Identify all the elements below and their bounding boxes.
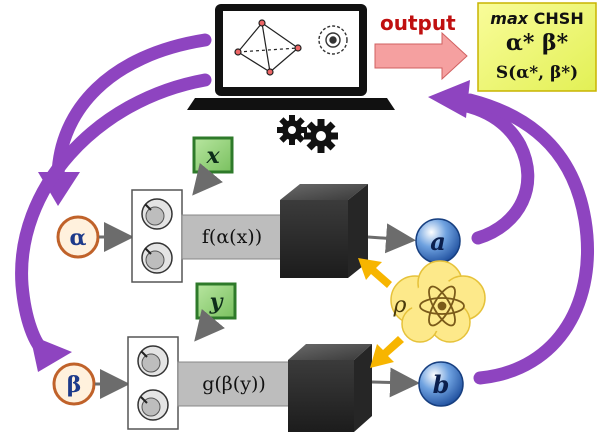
quantum-source: ρ xyxy=(390,260,486,343)
arrow-b-to-laptop xyxy=(463,93,594,385)
optimization-gear-icon xyxy=(318,25,348,55)
result-line1: max CHSH xyxy=(490,9,583,28)
knob-panel-bob xyxy=(127,336,179,430)
arrow-a-to-laptop xyxy=(451,97,535,245)
laptop xyxy=(187,4,395,110)
alpha-circle: α xyxy=(56,215,100,259)
alpha-label: α xyxy=(70,225,87,251)
knob-icon xyxy=(137,345,169,377)
beta-label: β xyxy=(67,372,82,398)
outcome-b-circle: b xyxy=(418,361,464,407)
input-y-box: y xyxy=(195,282,237,320)
arrow-box-to-b xyxy=(371,367,420,398)
knob-icon xyxy=(137,389,169,421)
black-box-bob xyxy=(288,344,372,432)
black-box-alice xyxy=(280,184,368,278)
source-arrow-to-alice xyxy=(358,258,392,288)
polytope-icon xyxy=(234,19,302,76)
output-arrow xyxy=(374,31,468,81)
arrow-x-to-knobs xyxy=(192,162,223,196)
function-g-bar: g(β(y)) xyxy=(177,361,291,407)
function-g-label: g(β(y)) xyxy=(202,373,266,395)
input-x-box: x xyxy=(192,136,234,174)
atom-icon xyxy=(419,285,465,327)
result-line3: S(α*, β*) xyxy=(496,63,578,83)
rho-label: ρ xyxy=(393,293,407,318)
arrow-laptop-to-beta xyxy=(15,73,212,359)
arrow-to-laptop-head xyxy=(428,80,470,118)
laptop-base xyxy=(187,98,395,110)
arrow-laptop-to-beta-head xyxy=(30,335,72,372)
function-f-label: f(α(x)) xyxy=(202,226,262,248)
arrow-laptop-to-alpha xyxy=(51,33,212,182)
source-arrows xyxy=(358,258,404,368)
laptop-screen xyxy=(223,11,359,87)
arrow-box-to-a xyxy=(367,223,416,254)
knob-icon xyxy=(141,198,173,230)
input-y-label: y xyxy=(209,289,225,315)
outcome-a-label: a xyxy=(430,227,446,256)
source-arrow-to-bob xyxy=(370,336,404,368)
knob-panel-alice xyxy=(131,189,183,283)
arrow-y-to-knobs xyxy=(194,308,225,342)
input-x-label: x xyxy=(205,143,220,169)
outcome-b-label: b xyxy=(433,370,450,399)
result-line2: α* β* xyxy=(506,30,569,56)
gears-icon xyxy=(277,115,338,153)
function-f-bar: f(α(x)) xyxy=(181,214,287,260)
feedback-arrows xyxy=(15,33,594,385)
result-box: max CHSH α* β* S(α*, β*) xyxy=(477,2,597,92)
knob-icon xyxy=(141,242,173,274)
output-label: output xyxy=(380,11,456,35)
outcome-a-circle: a xyxy=(415,218,461,264)
beta-circle: β xyxy=(52,362,96,406)
